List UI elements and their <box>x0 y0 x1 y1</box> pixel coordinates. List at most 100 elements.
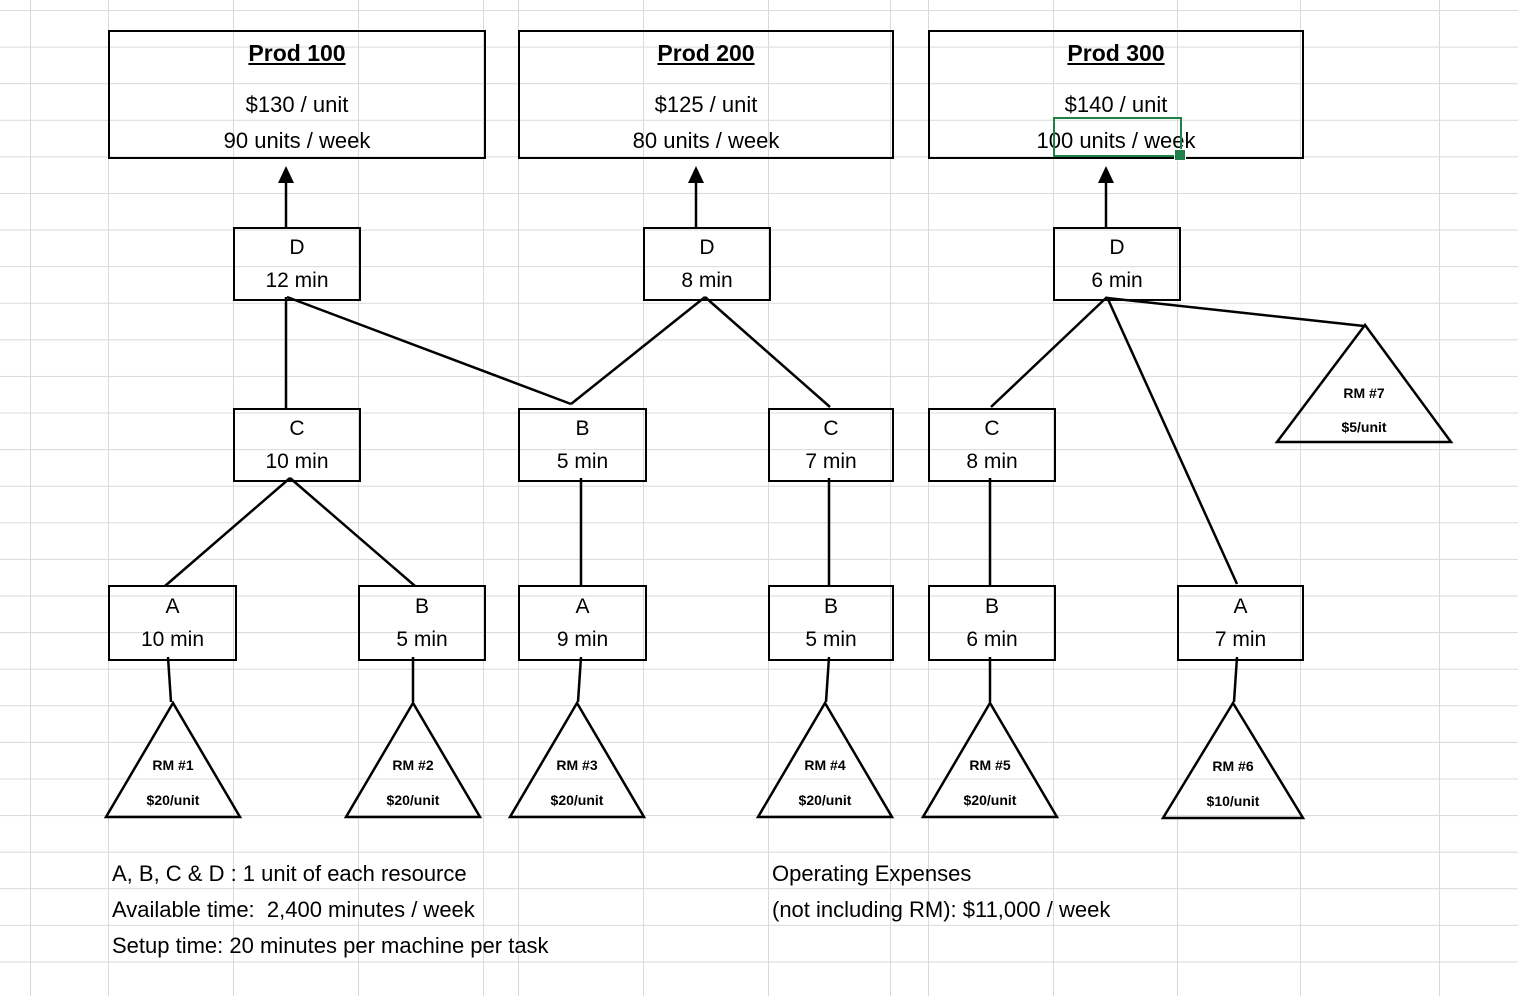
rm-name: RM #3 <box>556 757 598 773</box>
task-resource: A <box>1233 595 1248 618</box>
task-box-p100-d[interactable]: D 12 min <box>233 227 361 301</box>
rm-triangle-7[interactable]: RM #7 $5/unit <box>1274 321 1454 445</box>
task-time: 5 min <box>805 628 857 651</box>
task-time: 7 min <box>1214 628 1267 651</box>
note-operating-expenses: Operating Expenses <box>772 861 972 886</box>
grid-line-vertical <box>1439 0 1440 996</box>
task-resource: B <box>575 417 590 440</box>
task-time: 7 min <box>805 450 857 473</box>
task-resource: A <box>575 595 590 618</box>
task-time: 9 min <box>556 628 609 651</box>
task-box-p200-b2[interactable]: B 5 min <box>768 585 894 661</box>
grid-line-vertical <box>358 0 359 996</box>
selected-cell[interactable] <box>1053 117 1186 161</box>
grid-line-vertical <box>108 0 109 996</box>
product-title: Prod 100 <box>248 40 346 66</box>
task-time: 10 min <box>140 628 205 651</box>
task-time: 8 min <box>966 450 1018 473</box>
task-resource: B <box>984 595 999 618</box>
triangle-icon <box>343 700 483 819</box>
rm-name: RM #5 <box>969 757 1011 773</box>
triangle-icon <box>103 700 243 819</box>
rm-name: RM #6 <box>1212 758 1254 774</box>
product-card-prod-100[interactable]: Prod 100 $130 / unit 90 units / week <box>108 30 486 159</box>
note-resources: A, B, C & D : 1 unit of each resource <box>112 861 467 886</box>
grid-line-vertical <box>483 0 484 996</box>
product-price: $130 / unit <box>245 92 349 117</box>
rm-triangle-6[interactable]: RM #6 $10/unit <box>1160 700 1306 821</box>
task-box-p200-d[interactable]: D 8 min <box>643 227 771 301</box>
triangle-icon <box>755 700 895 819</box>
grid-line-vertical <box>643 0 644 996</box>
grid-line-vertical <box>30 0 31 996</box>
product-price: $125 / unit <box>654 92 758 117</box>
grid-line-vertical <box>928 0 929 996</box>
task-resource: B <box>823 595 838 618</box>
product-card-prod-300[interactable]: Prod 300 $140 / unit 100 units / week <box>928 30 1304 159</box>
triangle-icon <box>1274 322 1454 444</box>
triangle-icon <box>507 700 647 819</box>
task-resource: C <box>289 417 305 440</box>
rm-triangle-5[interactable]: RM #5 $20/unit <box>920 700 1060 820</box>
task-resource: C <box>984 417 1000 440</box>
rm-cost: $20/unit <box>550 792 604 808</box>
task-resource: D <box>699 236 715 259</box>
rm-cost: $20/unit <box>386 792 440 808</box>
grid-line-vertical <box>233 0 234 996</box>
task-box-p200-a[interactable]: A 9 min <box>518 585 647 661</box>
task-time: 6 min <box>966 628 1018 651</box>
rm-name: RM #1 <box>152 757 194 773</box>
grid-line-vertical <box>1300 0 1301 996</box>
rm-cost: $20/unit <box>798 792 852 808</box>
fill-handle[interactable] <box>1174 149 1186 161</box>
task-box-p300-d[interactable]: D 6 min <box>1053 227 1181 301</box>
task-box-p300-b[interactable]: B 6 min <box>928 585 1056 661</box>
task-box-p200-c[interactable]: C 7 min <box>768 408 894 482</box>
rm-triangle-3[interactable]: RM #3 $20/unit <box>507 700 647 820</box>
task-resource: C <box>823 417 839 440</box>
triangle-icon <box>1160 700 1306 820</box>
product-card-prod-200[interactable]: Prod 200 $125 / unit 80 units / week <box>518 30 894 159</box>
arrow-up-icon <box>278 166 1114 183</box>
rm-triangle-2[interactable]: RM #2 $20/unit <box>343 700 483 820</box>
note-setup-time: Setup time: 20 minutes per machine per t… <box>112 933 549 958</box>
task-resource: B <box>414 595 429 618</box>
rm-name: RM #4 <box>804 757 846 773</box>
product-title: Prod 200 <box>657 40 755 66</box>
task-time: 8 min <box>681 269 733 292</box>
rm-cost: $20/unit <box>146 792 200 808</box>
rm-cost: $20/unit <box>963 792 1017 808</box>
triangle-icon <box>920 700 1060 819</box>
rm-name: RM #2 <box>392 757 434 773</box>
product-title: Prod 300 <box>1067 40 1165 66</box>
task-resource: A <box>165 595 180 618</box>
task-time: 5 min <box>556 450 609 473</box>
rm-triangle-4[interactable]: RM #4 $20/unit <box>755 700 895 820</box>
task-box-p100-c[interactable]: C 10 min <box>233 408 361 482</box>
grid-line-vertical <box>1053 0 1054 996</box>
product-rate: 90 units / week <box>223 128 371 153</box>
task-box-p300-c[interactable]: C 8 min <box>928 408 1056 482</box>
task-box-p100-b[interactable]: B 5 min <box>358 585 486 661</box>
task-time: 6 min <box>1091 269 1143 292</box>
task-time: 12 min <box>265 269 329 292</box>
rm-cost: $5/unit <box>1341 419 1387 435</box>
task-time: 5 min <box>396 628 448 651</box>
task-resource: D <box>289 236 305 259</box>
product-rate: 80 units / week <box>632 128 780 153</box>
product-price: $140 / unit <box>1064 92 1168 117</box>
task-time: 10 min <box>265 450 329 473</box>
rm-name: RM #7 <box>1343 385 1385 401</box>
grid-line-vertical <box>768 0 769 996</box>
task-resource: D <box>1109 236 1125 259</box>
task-box-p100-a[interactable]: A 10 min <box>108 585 237 661</box>
grid-line-vertical <box>1177 0 1178 996</box>
rm-triangle-1[interactable]: RM #1 $20/unit <box>103 700 243 820</box>
grid-line-vertical <box>518 0 519 996</box>
grid-line-vertical <box>890 0 891 996</box>
task-box-p300-a[interactable]: A 7 min <box>1177 585 1304 661</box>
task-box-p200-b[interactable]: B 5 min <box>518 408 647 482</box>
rm-cost: $10/unit <box>1206 793 1260 809</box>
